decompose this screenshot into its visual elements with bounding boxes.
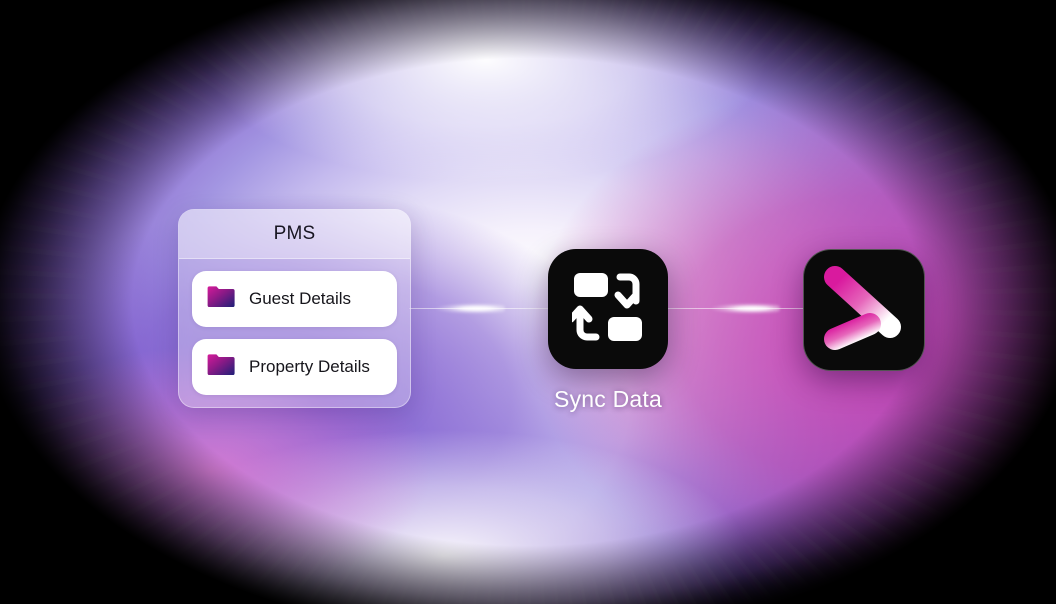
- sync-arrows-icon: [567, 271, 644, 348]
- pms-card-header: PMS: [179, 210, 410, 259]
- pms-card[interactable]: PMS Guest Deta: [178, 209, 411, 408]
- list-item-label: Guest Details: [249, 289, 352, 308]
- brand-play-mark-icon: [824, 265, 904, 356]
- list-item-label: Property Details: [249, 357, 370, 376]
- folder-icon: [206, 353, 236, 382]
- destination-node[interactable]: [803, 249, 925, 371]
- sync-data-node[interactable]: [548, 249, 668, 369]
- pms-card-body: Guest Details Pro: [179, 259, 410, 407]
- pms-card-title: PMS: [273, 223, 316, 244]
- connector-pulse: [431, 303, 505, 314]
- list-item-property-details[interactable]: Property Details: [192, 339, 397, 395]
- connector-sync-to-destination: [668, 303, 803, 314]
- connector-pms-to-sync: [409, 303, 548, 314]
- sync-data-label: Sync Data: [554, 386, 662, 412]
- folder-icon: [206, 285, 236, 314]
- connector-pulse: [706, 303, 780, 314]
- list-item-guest-details[interactable]: Guest Details: [192, 271, 397, 327]
